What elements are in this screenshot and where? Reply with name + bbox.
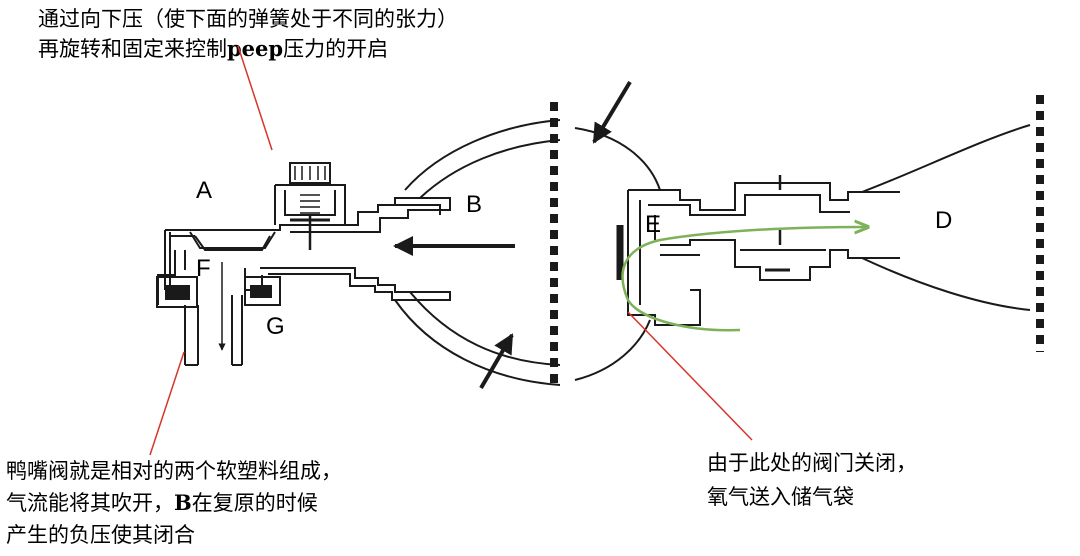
e-housing xyxy=(627,190,701,326)
left-valve-assembly xyxy=(156,119,561,386)
bag-d-lower xyxy=(861,257,1031,311)
label-d: D xyxy=(935,207,952,234)
peep-spring xyxy=(300,194,320,214)
annotation-bottom-right: 由于此处的阀门关闭， 氧气送入储气袋 xyxy=(707,446,917,514)
right-upper-wall xyxy=(628,182,900,211)
label-g: G xyxy=(266,313,285,340)
label-e: E xyxy=(645,211,661,238)
upper-tube-wall xyxy=(165,197,451,233)
diaphragm-bowl xyxy=(189,231,276,249)
label-a: A xyxy=(196,177,212,204)
peep-cap xyxy=(289,162,331,184)
right-valve-assembly xyxy=(574,124,1031,381)
annotation-top: 通过向下压（使下面的弹簧处于不同的张力） 再旋转和固定来控制peep压力的开启 xyxy=(38,4,458,64)
annotation-bottom-right-line2: 氧气送入储气袋 xyxy=(707,485,854,509)
bag-outline-lower xyxy=(394,299,561,386)
leader-bottom-left xyxy=(149,351,185,456)
label-f: F xyxy=(196,255,211,282)
lower-tube-wall xyxy=(260,267,451,301)
annotation-bottom-right-line1: 由于此处的阀门关闭， xyxy=(707,451,917,475)
leader-bottom-right xyxy=(627,311,753,441)
annotation-top-line1: 通过向下压（使下面的弹簧处于不同的张力） xyxy=(38,7,458,31)
annotation-bottom-left-line1: 鸭嘴阀就是相对的两个软塑料组成， xyxy=(6,459,342,483)
annotation-bottom-left-line2: 气流能将其吹开，B在复原的时候 xyxy=(6,490,318,515)
annotation-bottom-left: 鸭嘴阀就是相对的两个软塑料组成， 气流能将其吹开，B在复原的时候 产生的负压使其… xyxy=(6,455,342,551)
bag-outline-upper xyxy=(404,119,561,191)
annotation-top-line2: 再旋转和固定来控制peep压力的开启 xyxy=(38,36,389,61)
leader-top xyxy=(237,45,273,151)
peep-body xyxy=(274,184,346,225)
label-b: B xyxy=(466,191,482,218)
oxygen-flow-arrow xyxy=(621,227,868,332)
arrow-top xyxy=(592,80,632,144)
bag-d-upper xyxy=(861,124,1031,193)
duckbill-housing-right xyxy=(244,276,281,306)
right-lower-wall xyxy=(660,239,900,281)
annotation-bottom-left-line3: 产生的负压使其闭合 xyxy=(6,523,195,547)
arrow-bottom xyxy=(479,333,514,390)
bag-outline-right-upper xyxy=(574,127,661,191)
duckbill-outlet-left xyxy=(184,305,199,366)
bag-outline-right-lower xyxy=(574,319,651,381)
outlet-right xyxy=(231,295,243,366)
duckbill-housing-left xyxy=(156,276,198,308)
